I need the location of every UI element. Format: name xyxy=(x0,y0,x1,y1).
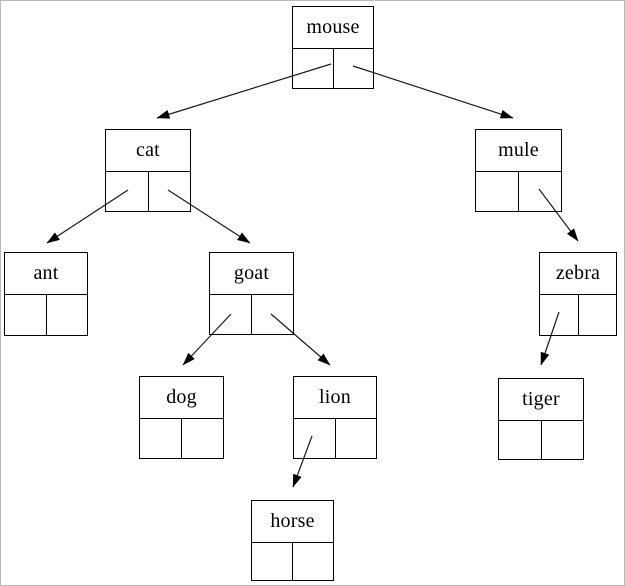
tree-node-cat: cat xyxy=(105,129,191,212)
tree-node-horse: horse xyxy=(251,500,334,581)
node-pointer-cells xyxy=(106,172,190,211)
node-label-lion: lion xyxy=(294,377,376,419)
edge-arrow-zebra-tiger xyxy=(540,311,560,366)
node-pointer-cells xyxy=(293,49,373,88)
node-pointer-cells xyxy=(540,295,616,335)
node-label-goat: goat xyxy=(210,253,293,295)
node-pointer-cells xyxy=(252,543,333,580)
edge-arrow-cat-ant xyxy=(46,189,129,244)
left-pointer-cell xyxy=(476,172,519,211)
node-pointer-cells xyxy=(140,419,223,458)
node-label-tiger: tiger xyxy=(499,379,583,421)
left-pointer-cell xyxy=(106,172,149,211)
left-pointer-cell xyxy=(499,421,542,459)
edge-arrow-goat-dog xyxy=(182,313,232,366)
right-pointer-cell xyxy=(519,172,561,211)
left-pointer-cell xyxy=(252,543,293,580)
tree-node-ant: ant xyxy=(4,252,88,336)
tree-node-tiger: tiger xyxy=(498,378,584,460)
node-label-ant: ant xyxy=(5,253,87,295)
right-pointer-cell xyxy=(336,419,377,458)
right-pointer-cell xyxy=(47,295,88,335)
left-pointer-cell xyxy=(210,295,252,334)
node-pointer-cells xyxy=(210,295,293,334)
node-label-mule: mule xyxy=(476,130,561,172)
left-pointer-cell xyxy=(293,49,334,88)
left-pointer-cell xyxy=(294,419,336,458)
right-pointer-cell xyxy=(542,421,584,459)
node-pointer-cells xyxy=(294,419,376,458)
tree-node-mouse: mouse xyxy=(292,6,374,89)
left-pointer-cell xyxy=(5,295,47,335)
right-pointer-cell xyxy=(182,419,223,458)
node-label-cat: cat xyxy=(106,130,190,172)
edge-arrow-goat-lion xyxy=(270,313,331,366)
left-pointer-cell xyxy=(540,295,579,335)
edge-arrow-mouse-mule xyxy=(352,65,514,119)
tree-node-zebra: zebra xyxy=(539,252,617,336)
node-pointer-cells xyxy=(499,421,583,459)
tree-node-lion: lion xyxy=(293,376,377,459)
edge-arrow-mule-zebra xyxy=(538,188,579,242)
tree-node-dog: dog xyxy=(139,376,224,459)
node-pointer-cells xyxy=(476,172,561,211)
right-pointer-cell xyxy=(579,295,617,335)
edge-arrow-mouse-cat xyxy=(156,63,332,119)
node-label-mouse: mouse xyxy=(293,7,373,49)
node-label-dog: dog xyxy=(140,377,223,419)
tree-node-goat: goat xyxy=(209,252,294,335)
node-pointer-cells xyxy=(5,295,87,335)
node-label-horse: horse xyxy=(252,501,333,543)
tree-node-mule: mule xyxy=(475,129,562,212)
right-pointer-cell xyxy=(149,172,191,211)
left-pointer-cell xyxy=(140,419,182,458)
edge-arrow-cat-goat xyxy=(167,189,251,244)
right-pointer-cell xyxy=(293,543,333,580)
right-pointer-cell xyxy=(252,295,293,334)
node-label-zebra: zebra xyxy=(540,253,616,295)
right-pointer-cell xyxy=(334,49,374,88)
edge-arrow-lion-horse xyxy=(292,435,313,488)
